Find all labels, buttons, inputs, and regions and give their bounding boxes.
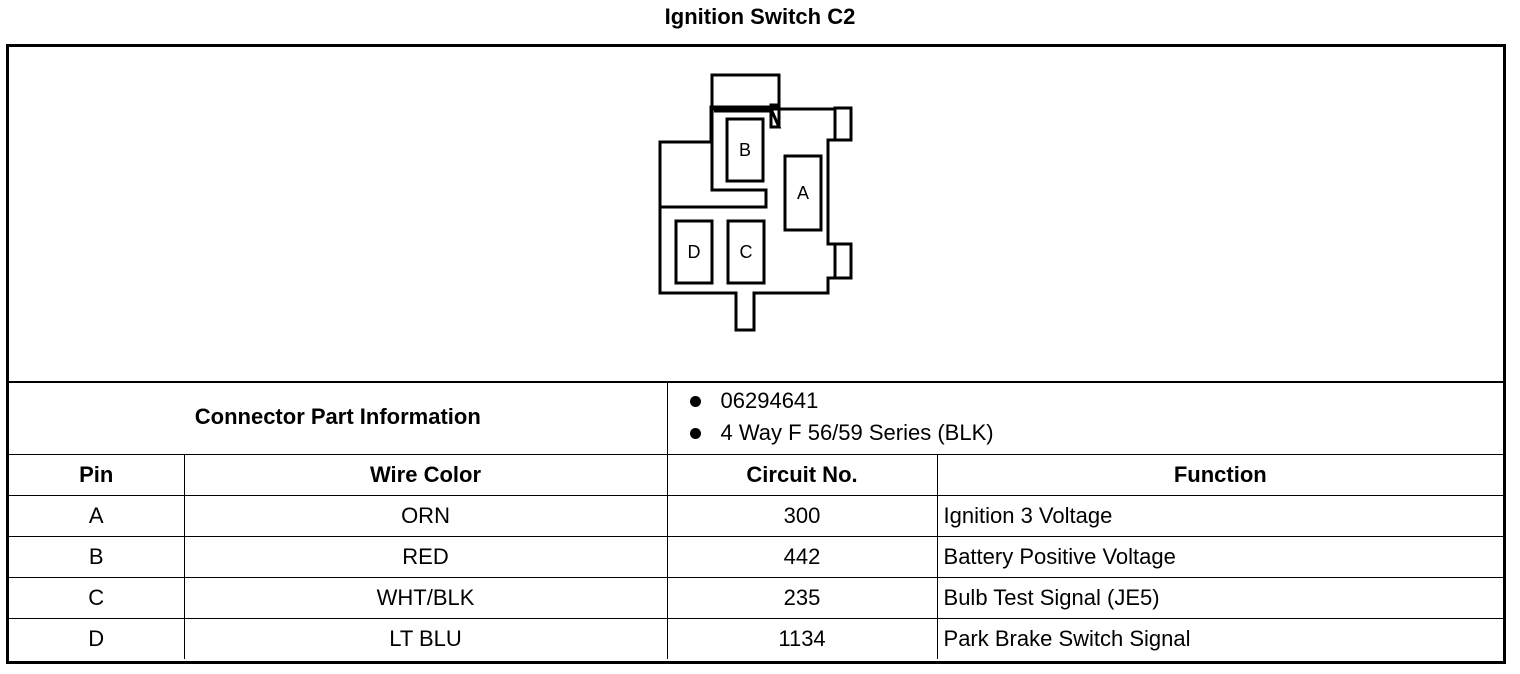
cell-function: Ignition 3 Voltage (936, 494, 1504, 537)
pin-label-d: D (688, 242, 701, 262)
connector-info-values: 06294641 4 Way F 56/59 Series (BLK) (666, 381, 1504, 455)
cell-function: Bulb Test Signal (JE5) (936, 576, 1504, 619)
table-header-row: Pin Wire Color Circuit No. Function (9, 453, 1504, 496)
connector-info-item: 06294641 (689, 385, 1504, 417)
connector-info-label: Connector Part Information (9, 381, 668, 455)
bullet-icon (689, 427, 701, 439)
header-pin: Pin (9, 453, 185, 496)
bullet-icon (689, 395, 701, 407)
table-row: B RED 442 Battery Positive Voltage (9, 535, 1504, 578)
cell-circuit-no: 1134 (666, 617, 938, 659)
pin-label-b: B (739, 140, 751, 160)
connector-housing (660, 105, 782, 144)
cell-circuit-no: 300 (666, 494, 938, 537)
cell-pin: D (9, 617, 185, 659)
connector-info-item: 4 Way F 56/59 Series (BLK) (689, 417, 1504, 449)
pin-cavity-a (783, 154, 823, 232)
pin-cavity-b (725, 117, 765, 183)
connector-diagram: B A D C (9, 47, 1503, 383)
pin-label-c: C (740, 242, 753, 262)
cell-function: Park Brake Switch Signal (936, 617, 1504, 659)
cell-pin: A (9, 494, 185, 537)
cell-pin: B (9, 535, 185, 578)
header-function: Function (936, 453, 1504, 496)
cell-function: Battery Positive Voltage (936, 535, 1504, 578)
cell-wire-color: ORN (183, 494, 668, 537)
cell-wire-color: WHT/BLK (183, 576, 668, 619)
header-circuit-no: Circuit No. (666, 453, 938, 496)
pin-cavity-d (674, 219, 714, 285)
cell-circuit-no: 235 (666, 576, 938, 619)
connector-face-drawing: B A D C (658, 73, 853, 332)
table-row: A ORN 300 Ignition 3 Voltage (9, 494, 1504, 537)
pin-cavity-c (726, 219, 766, 285)
connector-frame: B A D C Connector Part Information 06294… (6, 44, 1506, 664)
cell-circuit-no: 442 (666, 535, 938, 578)
header-wire-color: Wire Color (183, 453, 668, 496)
cell-wire-color: LT BLU (183, 617, 668, 659)
page-title: Ignition Switch C2 (664, 4, 856, 29)
connector-info-row: Connector Part Information 06294641 4 Wa… (9, 381, 1504, 455)
pinout-table: Connector Part Information 06294641 4 Wa… (9, 381, 1504, 659)
cell-pin: C (9, 576, 185, 619)
pin-label-a: A (797, 183, 809, 203)
table-row: D LT BLU 1134 Park Brake Switch Signal (9, 617, 1504, 659)
cell-wire-color: RED (183, 535, 668, 578)
table-row: C WHT/BLK 235 Bulb Test Signal (JE5) (9, 576, 1504, 619)
